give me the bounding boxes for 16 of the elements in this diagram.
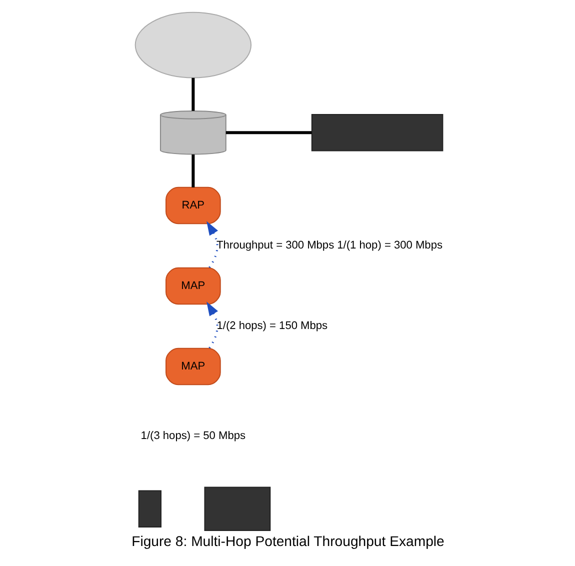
connector [225,131,312,134]
node-box [138,490,161,528]
label: 1/(3 hops) = 50 Mbps [140,430,246,442]
arrow [206,221,218,268]
edge-label: Throughput = 300 Mbps 1/(1 hop) = 300 Mbps [216,240,442,252]
node-box [310,114,443,152]
arrow [206,302,218,349]
node-cloud [134,12,252,78]
node-box: RAP [165,186,220,224]
node-box [204,486,270,532]
node-box: MAP [165,267,220,305]
edge-label: 1/(2 hops) = 150 Mbps [216,320,328,332]
caption: Figure 8: Multi-Hop Potential Throughput Example [131,532,444,549]
node-box: MAP [165,348,220,386]
connector [191,78,194,111]
connector [191,154,194,188]
